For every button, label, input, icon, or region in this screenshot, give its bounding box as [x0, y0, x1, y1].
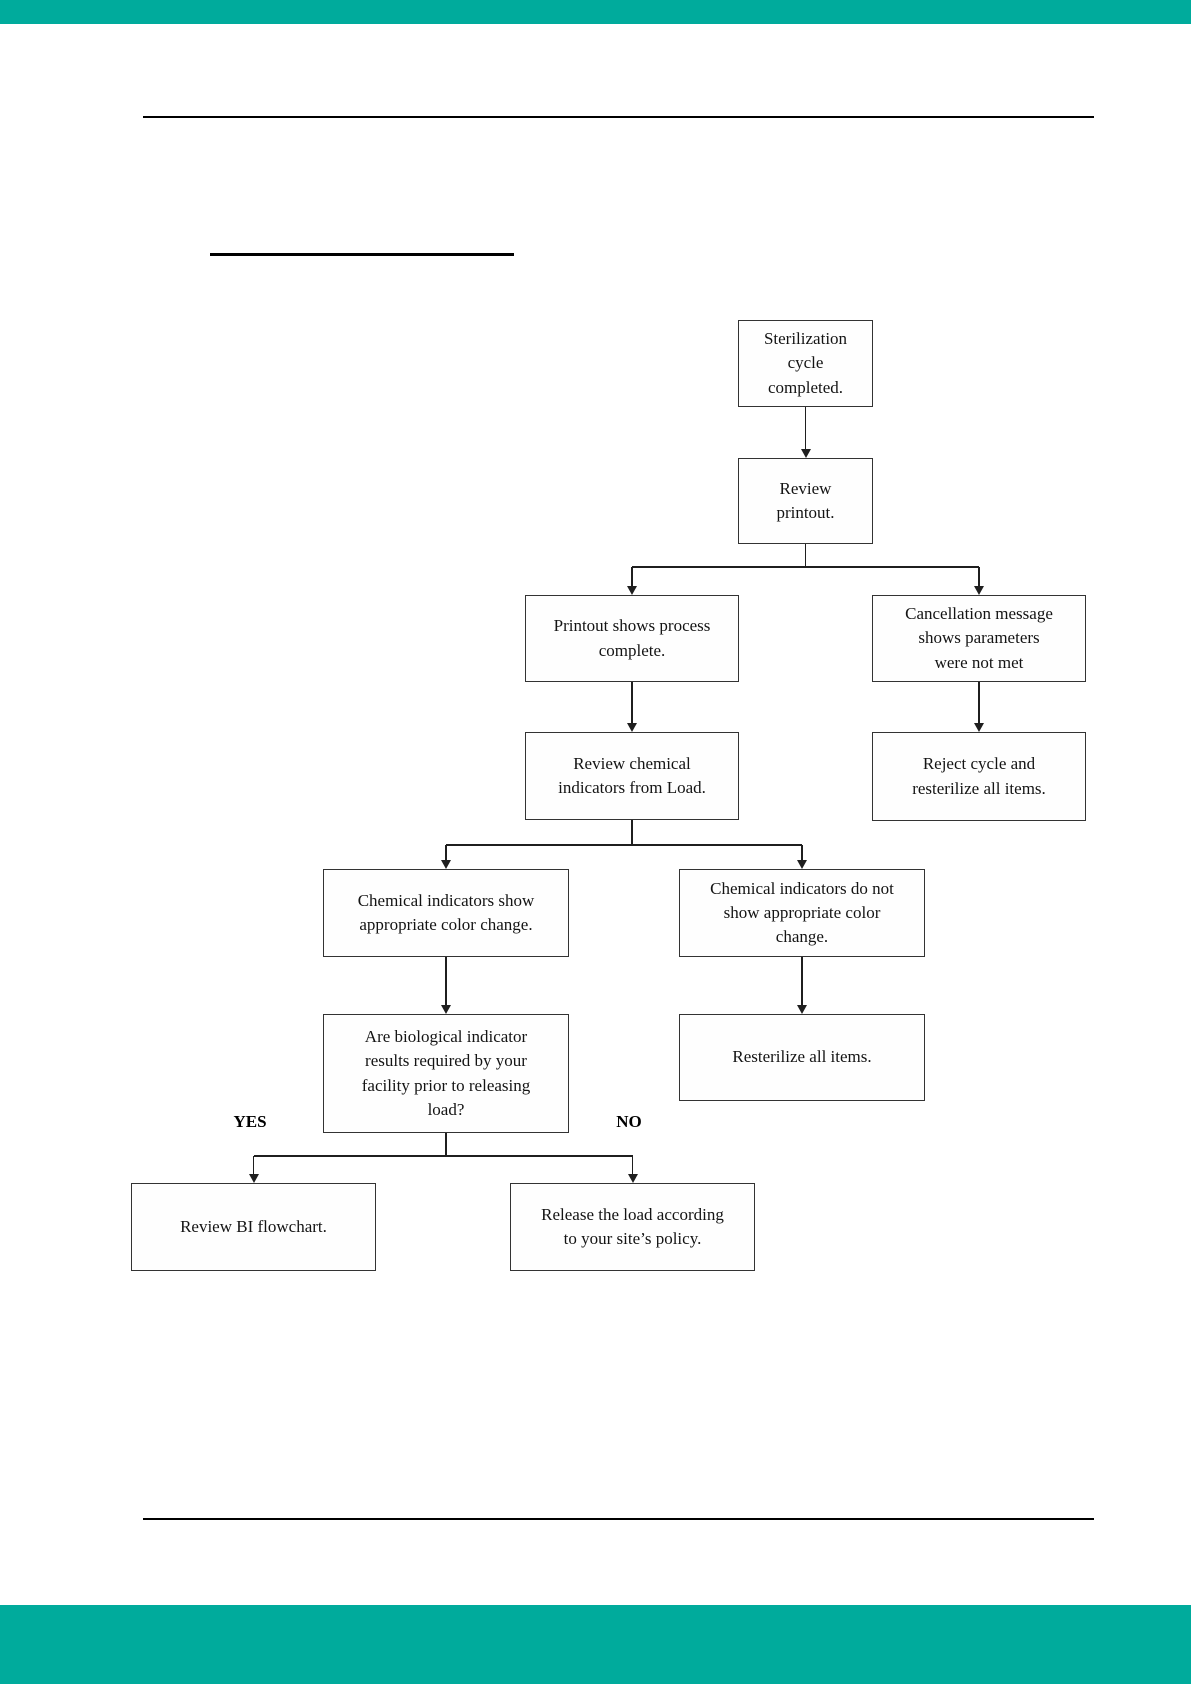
node-sterilization-cycle-completed: Sterilization cycle completed.	[738, 320, 873, 407]
connector-line	[631, 820, 633, 845]
node-review-printout: Review printout.	[738, 458, 873, 544]
footer-rule	[143, 1518, 1094, 1520]
bottom-accent-bar	[0, 1605, 1191, 1684]
node-printout-shows-process-complete: Printout shows process complete.	[525, 595, 739, 682]
node-resterilize-all-items: Resterilize all items.	[679, 1014, 925, 1101]
title-underline	[210, 253, 514, 256]
arrowhead-icon	[627, 1174, 638, 1183]
arrowhead-icon	[627, 586, 637, 595]
node-label: Chemical indicators show appropriate col…	[357, 890, 535, 934]
node-chemical-indicators-show-change: Chemical indicators show appropriate col…	[323, 869, 569, 957]
connector-line	[446, 844, 802, 846]
connector-line	[631, 1156, 634, 1174]
arrowhead-icon	[441, 860, 451, 869]
arrowhead-icon	[441, 1005, 451, 1014]
node-label: Chemical indicators do not show appropri…	[710, 878, 894, 947]
top-accent-bar	[0, 0, 1191, 24]
arrowhead-icon	[797, 1005, 807, 1014]
connector-line	[978, 567, 980, 586]
arrowhead-icon	[797, 860, 807, 869]
connector-line	[632, 566, 979, 568]
node-label: Release the load according to your site’…	[541, 1204, 724, 1248]
node-reject-cycle-resterilize: Reject cycle and resterilize all items.	[872, 732, 1086, 821]
connector-line	[445, 845, 447, 860]
arrowhead-icon	[974, 723, 984, 732]
connector-line	[253, 1155, 633, 1157]
yes-label: YES	[233, 1112, 267, 1131]
arrowhead-icon	[800, 449, 811, 458]
connector-line	[445, 1133, 447, 1156]
node-label: Sterilization cycle completed.	[763, 329, 848, 397]
connector-line	[801, 957, 803, 1005]
node-label: Review BI flowchart.	[180, 1216, 327, 1236]
node-label: Review chemical indicators from Load.	[558, 753, 706, 797]
no-label: NO	[616, 1112, 642, 1131]
node-label: Review printout.	[776, 478, 835, 522]
arrowhead-icon	[248, 1174, 259, 1183]
connector-line	[631, 682, 633, 723]
connector-line	[445, 957, 447, 1005]
node-label: Cancellation message shows parameters we…	[905, 604, 1053, 672]
node-label: Resterilize all items.	[732, 1047, 872, 1067]
connector-line	[804, 544, 807, 567]
node-bi-results-required-question: Are biological indicator results require…	[323, 1014, 569, 1133]
arrowhead-icon	[974, 586, 984, 595]
node-review-bi-flowchart: Review BI flowchart.	[131, 1183, 376, 1271]
connector-line	[978, 682, 980, 723]
arrowhead-icon	[627, 723, 637, 732]
node-release-load-site-policy: Release the load according to your site’…	[510, 1183, 755, 1271]
connector-line	[801, 845, 803, 860]
connector-line	[631, 567, 633, 586]
connector-line	[804, 407, 807, 449]
header-rule	[143, 116, 1094, 118]
node-cancellation-message: Cancellation message shows parameters we…	[872, 595, 1086, 682]
node-review-chemical-indicators: Review chemical indicators from Load.	[525, 732, 739, 820]
connector-line	[252, 1156, 255, 1174]
node-label: Printout shows process complete.	[553, 616, 711, 660]
node-label: Reject cycle and resterilize all items.	[912, 754, 1046, 798]
node-label: Are biological indicator results require…	[361, 1027, 531, 1119]
node-chemical-indicators-no-change: Chemical indicators do not show appropri…	[679, 869, 925, 957]
